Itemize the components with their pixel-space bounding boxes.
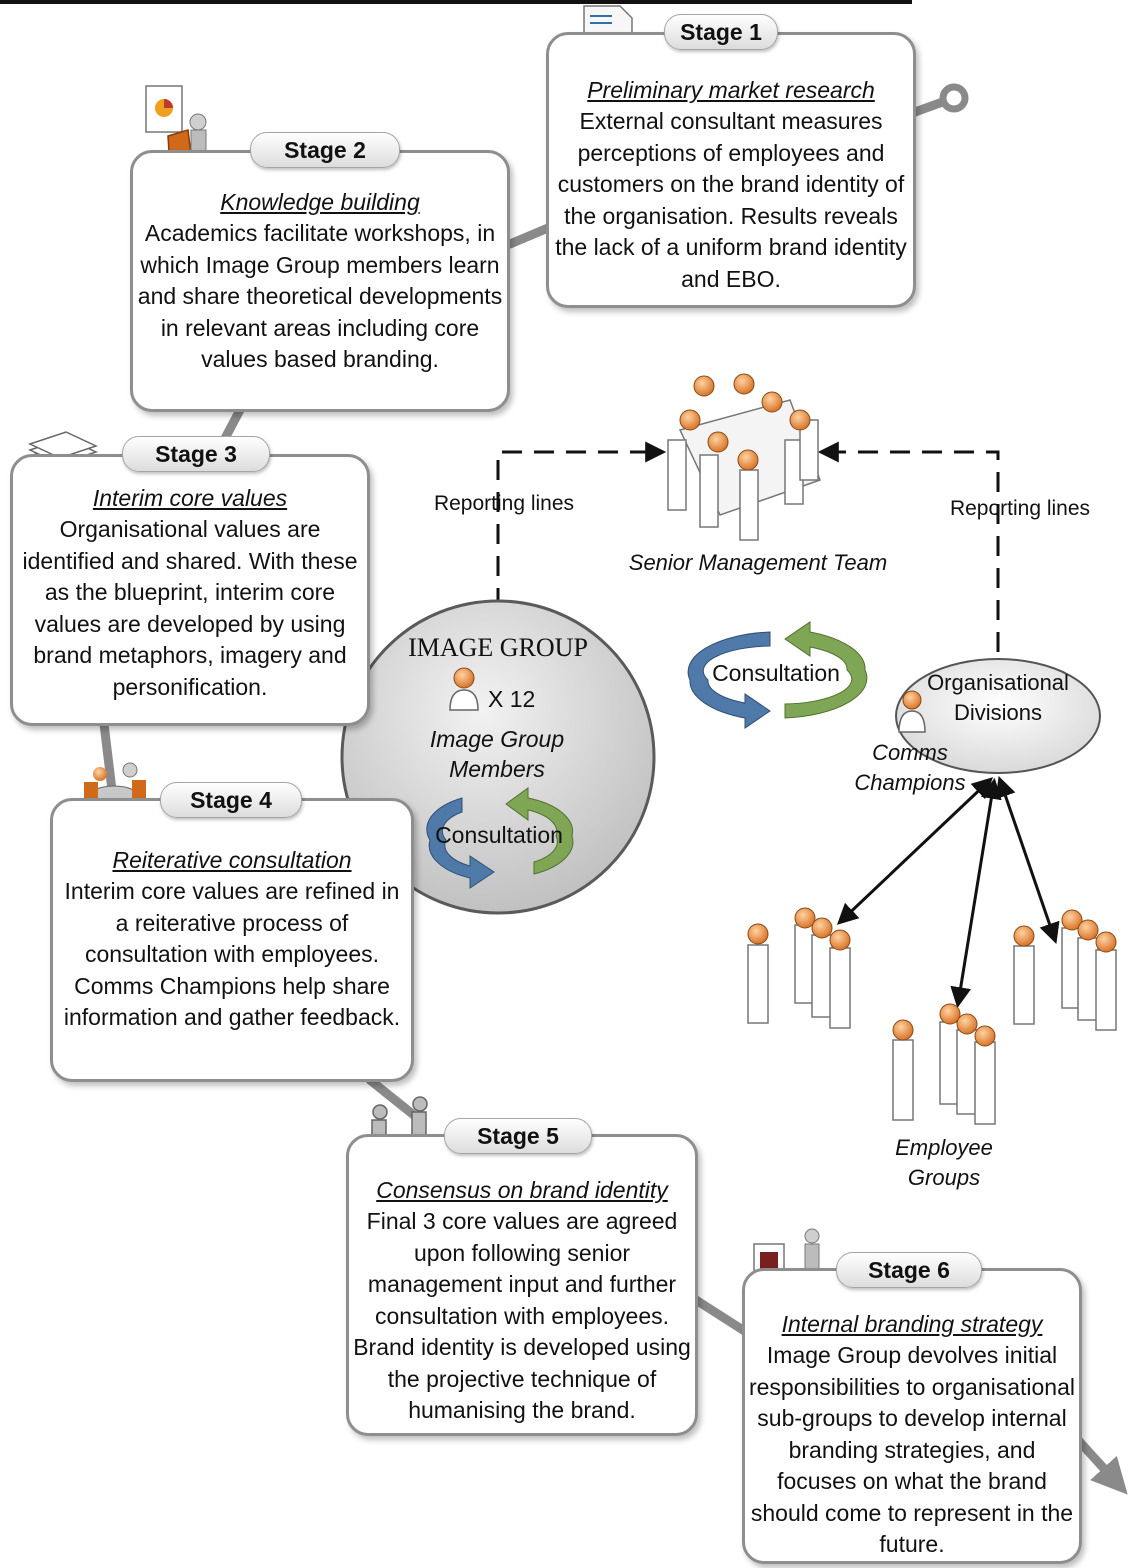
member-person-icon [449, 667, 479, 711]
consultation-cycle-mid-icon [687, 621, 868, 729]
consultation-cycle-group-icon [426, 787, 574, 889]
consultation-label: Consultation [712, 660, 840, 686]
stage-4-box: Reiterative consultation Interim core va… [50, 798, 414, 1082]
stage-3-description: Organisational values are identified and… [22, 516, 358, 700]
comms-champion-icon [898, 690, 926, 733]
stage-2-description: Academics facilitate workshops, in which… [137, 220, 503, 372]
stage-6-title: Internal branding strategy [781, 1311, 1043, 1337]
stage-1-label: Stage 1 [664, 14, 778, 50]
stage-5-title: Consensus on brand identity [376, 1177, 668, 1203]
org-divisions-ellipse [895, 658, 1101, 774]
stage-4-title: Reiterative consultation [112, 847, 352, 873]
employee-group-icon [747, 907, 851, 1029]
employee-group-icon [892, 1003, 996, 1125]
stage-6-box: Internal branding strategy Image Group d… [742, 1268, 1082, 1564]
stage-1-description: External consultant measures perceptions… [555, 108, 907, 292]
stage-3-box: Interim core values Organisational value… [10, 454, 370, 726]
comms-champions-label: Comms Champions [854, 740, 966, 795]
stage-5-box: Consensus on brand identity Final 3 core… [346, 1134, 698, 1436]
stage-4-label: Stage 4 [160, 782, 302, 818]
image-group-consultation-label: Consultation [435, 822, 563, 848]
image-group-count: X 12 [488, 686, 536, 712]
employee-groups-label: Employee Groups [895, 1135, 993, 1190]
employee-group-icon [1013, 909, 1117, 1031]
division-employee-arrows [836, 776, 1060, 1009]
image-group-members-label: Image Group Members [429, 726, 565, 782]
stage-2-label: Stage 2 [250, 132, 400, 168]
stage-5-description: Final 3 core values are agreed upon foll… [353, 1208, 691, 1423]
image-group-circle [340, 599, 656, 915]
senior-management-team-label: Senior Management Team [628, 550, 888, 575]
stage-2-title: Knowledge building [220, 189, 420, 215]
senior-team-meeting-icon [667, 373, 821, 541]
reporting-lines-left-label: Reporting lines [433, 492, 575, 515]
stage-1-title: Preliminary market research [587, 77, 875, 103]
stage-5-label: Stage 5 [444, 1118, 592, 1154]
reporting-lines [496, 441, 1000, 652]
stage-2-box: Knowledge building Academics facilitate … [130, 150, 510, 412]
stage-6-description: Image Group devolves initial responsibil… [748, 1342, 1076, 1557]
stage-3-title: Interim core values [92, 485, 288, 511]
image-group-title: IMAGE GROUP [408, 633, 588, 662]
top-rule [0, 0, 912, 4]
stage-1-box: Preliminary market research External con… [546, 32, 916, 308]
stage-6-label: Stage 6 [836, 1252, 982, 1288]
organisational-divisions-label: Organisational Divisions [927, 670, 1069, 725]
stage-4-description: Interim core values are refined in a rei… [63, 878, 401, 1030]
stage-3-label: Stage 3 [122, 436, 270, 472]
start-node-icon [939, 83, 969, 113]
reporting-lines-right-label: Reporting lines [949, 497, 1091, 520]
